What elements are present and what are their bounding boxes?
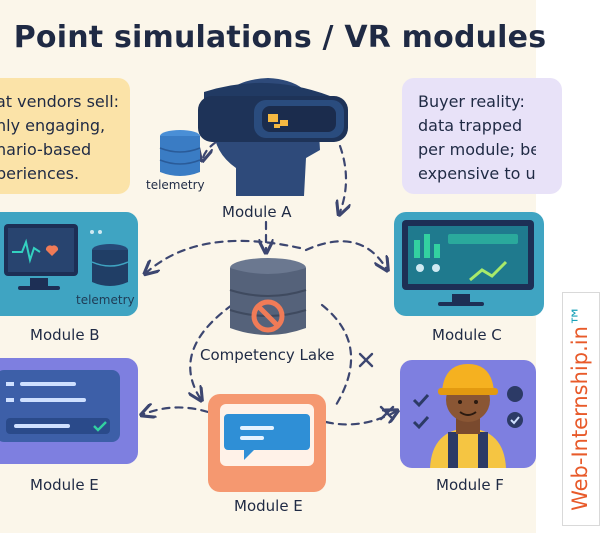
module-e-left-label: Module E (30, 476, 99, 494)
brand-watermark-text: Web-Internship.in™ (568, 305, 592, 511)
worker-icon (430, 364, 506, 468)
vr-headset-icon (198, 78, 348, 196)
checkmark-icon (412, 415, 430, 430)
module-c-label: Module C (432, 326, 502, 344)
checkmark-icon (412, 393, 430, 408)
chat-icon (224, 414, 310, 460)
database-icon (91, 244, 129, 286)
arrow-lake-to-e (190, 303, 234, 398)
heart-icon (45, 245, 59, 256)
database-icon (159, 130, 201, 176)
brand-watermark (562, 292, 600, 526)
module-e-left-card (0, 358, 138, 464)
brand-trademark: ™ (568, 305, 592, 327)
x-mark-icon (358, 352, 374, 368)
module-f-card (400, 360, 536, 468)
vendor-callout-box (0, 78, 130, 194)
competency-lake-database-icon (229, 258, 307, 335)
telemetry-label-a: telemetry (146, 178, 205, 192)
arrow-lake-to-b (147, 239, 302, 272)
buyer-callout-box (402, 78, 562, 194)
block-icon (251, 299, 285, 333)
x-mark-icon (379, 405, 395, 421)
module-c-card (394, 212, 544, 316)
arrow-a-to-telemetry (203, 140, 218, 158)
vendor-callout: at vendors sell: nly engaging, nario-bas… (0, 78, 130, 194)
module-b-card (0, 212, 138, 316)
arrow-a-to-c (340, 144, 346, 212)
brand-name: Web-Internship.in (568, 326, 592, 511)
buyer-callout: Buyer reality: data trapped per module; … (402, 78, 536, 194)
checkmark-icon (93, 421, 107, 432)
page-title: Point simulations / VR modules (13, 20, 547, 55)
vendor-callout-text: at vendors sell: nly engaging, nario-bas… (0, 92, 120, 183)
competency-lake-label: Competency Lake (200, 346, 335, 364)
telemetry-label-b: telemetry (76, 293, 135, 307)
buyer-callout-text: Buyer reality: data trapped per module; … (418, 92, 536, 183)
module-a-label: Module A (222, 203, 292, 221)
module-e-center-card (208, 394, 326, 492)
arrow-center-to-e (144, 407, 210, 414)
arrow-lake-to-c (304, 240, 386, 268)
module-f-label: Module F (436, 476, 504, 494)
arrow-lake-to-f (320, 303, 353, 407)
module-e-center-label: Module E (234, 497, 303, 515)
module-b-label: Module B (30, 326, 100, 344)
